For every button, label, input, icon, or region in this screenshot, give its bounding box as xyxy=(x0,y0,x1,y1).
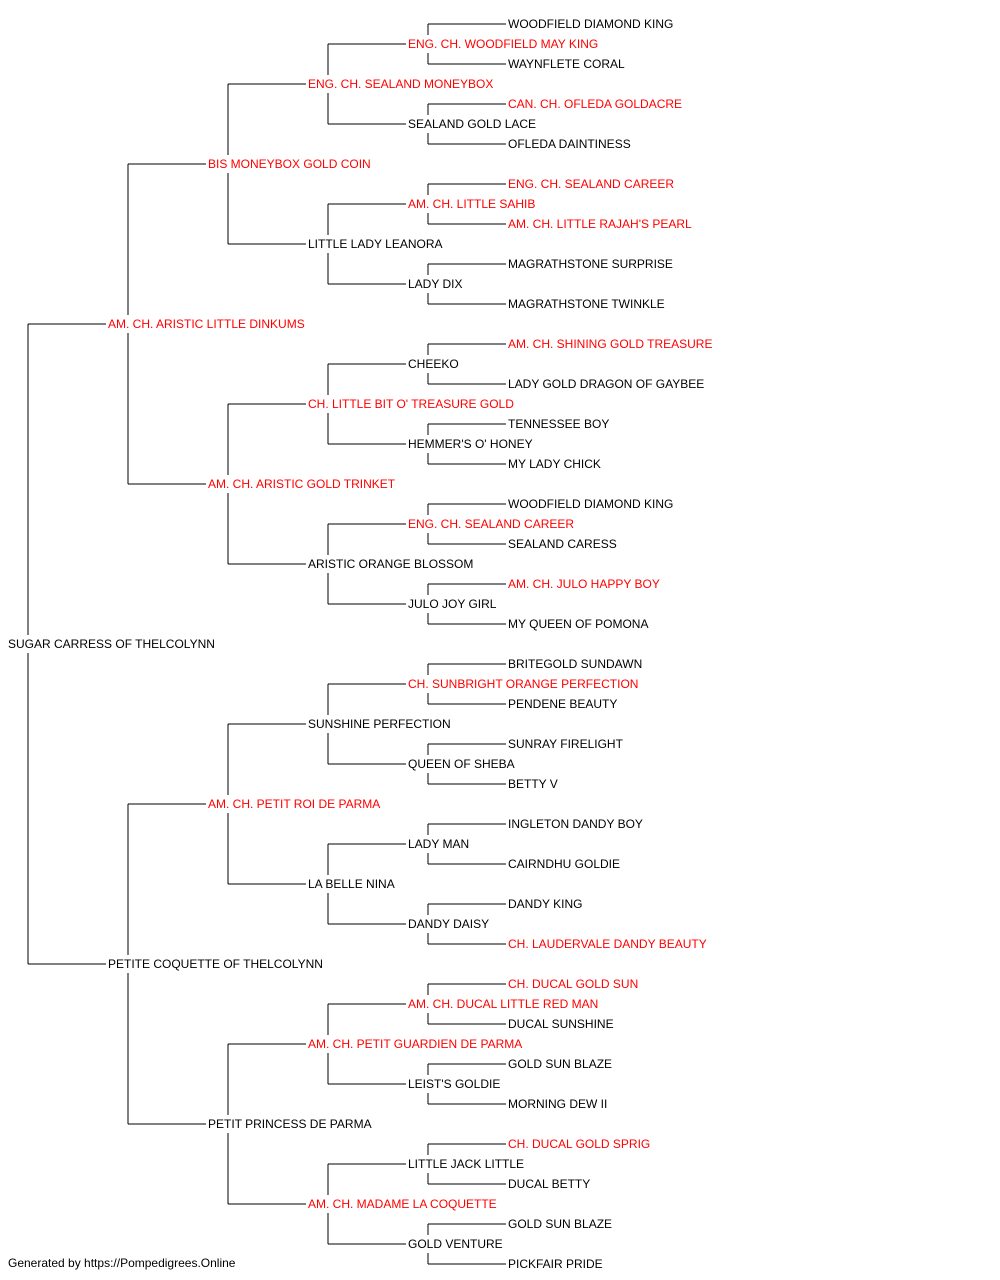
ancestor-name: LITTLE JACK LITTLE xyxy=(408,1157,524,1171)
ancestor-name: MAGRATHSTONE SURPRISE xyxy=(508,257,673,271)
ancestor-name: AM. CH. DUCAL LITTLE RED MAN xyxy=(408,997,598,1011)
ancestor-name: GOLD VENTURE xyxy=(408,1237,503,1251)
ancestor-name: AM. CH. PETIT ROI DE PARMA xyxy=(208,797,380,811)
ancestor-name: GOLD SUN BLAZE xyxy=(508,1057,612,1071)
ancestor-name: ENG. CH. WOODFIELD MAY KING xyxy=(408,37,598,51)
ancestor-name: SEALAND CARESS xyxy=(508,537,617,551)
ancestor-name: AM. CH. MADAME LA COQUETTE xyxy=(308,1197,497,1211)
ancestor-name: PICKFAIR PRIDE xyxy=(508,1257,603,1271)
ancestor-name: AM. CH. PETIT GUARDIEN DE PARMA xyxy=(308,1037,522,1051)
ancestor-name: LA BELLE NINA xyxy=(308,877,395,891)
ancestor-name: AM. CH. LITTLE RAJAH'S PEARL xyxy=(508,217,692,231)
ancestor-name: AM. CH. ARISTIC GOLD TRINKET xyxy=(208,477,396,491)
ancestor-name: SUNSHINE PERFECTION xyxy=(308,717,451,731)
ancestor-name: CAN. CH. OFLEDA GOLDACRE xyxy=(508,97,682,111)
ancestor-name: ENG. CH. SEALAND MONEYBOX xyxy=(308,77,493,91)
ancestor-name: CAIRNDHU GOLDIE xyxy=(508,857,620,871)
ancestor-name: HEMMER'S O' HONEY xyxy=(408,437,533,451)
ancestor-name: CHEEKO xyxy=(408,357,459,371)
ancestor-name: MY QUEEN OF POMONA xyxy=(508,617,648,631)
ancestor-name: PENDENE BEAUTY xyxy=(508,697,617,711)
ancestor-name: MY LADY CHICK xyxy=(508,457,601,471)
ancestor-name: CH. SUNBRIGHT ORANGE PERFECTION xyxy=(408,677,638,691)
ancestor-name: JULO JOY GIRL xyxy=(408,597,497,611)
ancestor-name: ENG. CH. SEALAND CAREER xyxy=(508,177,674,191)
ancestor-name: LADY MAN xyxy=(408,837,469,851)
ancestor-name: LADY GOLD DRAGON OF GAYBEE xyxy=(508,377,704,391)
ancestor-name: CH. LITTLE BIT O' TREASURE GOLD xyxy=(308,397,514,411)
ancestor-name: BIS MONEYBOX GOLD COIN xyxy=(208,157,371,171)
ancestor-name: WAYNFLETE CORAL xyxy=(508,57,625,71)
ancestor-name: INGLETON DANDY BOY xyxy=(508,817,643,831)
ancestor-name: ARISTIC ORANGE BLOSSOM xyxy=(308,557,473,571)
ancestor-name: PETITE COQUETTE OF THELCOLYNN xyxy=(108,957,323,971)
ancestor-name: MAGRATHSTONE TWINKLE xyxy=(508,297,665,311)
ancestor-name: QUEEN OF SHEBA xyxy=(408,757,515,771)
ancestor-name: WOODFIELD DIAMOND KING xyxy=(508,17,673,31)
ancestor-name: AM. CH. JULO HAPPY BOY xyxy=(508,577,660,591)
ancestor-name: PETIT PRINCESS DE PARMA xyxy=(208,1117,372,1131)
ancestor-name: CH. DUCAL GOLD SUN xyxy=(508,977,638,991)
ancestor-name: LEIST'S GOLDIE xyxy=(408,1077,500,1091)
ancestor-name: LITTLE LADY LEANORA xyxy=(308,237,443,251)
ancestor-name: DANDY DAISY xyxy=(408,917,489,931)
ancestor-name: AM. CH. LITTLE SAHIB xyxy=(408,197,535,211)
ancestor-name: DUCAL BETTY xyxy=(508,1177,590,1191)
ancestor-name: ENG. CH. SEALAND CAREER xyxy=(408,517,574,531)
ancestor-name: AM. CH. SHINING GOLD TREASURE xyxy=(508,337,712,351)
ancestor-name: TENNESSEE BOY xyxy=(508,417,609,431)
ancestor-name: SUNRAY FIRELIGHT xyxy=(508,737,624,751)
ancestor-name: DANDY KING xyxy=(508,897,582,911)
ancestor-name: BETTY V xyxy=(508,777,558,791)
ancestor-name: OFLEDA DAINTINESS xyxy=(508,137,631,151)
ancestor-name: LADY DIX xyxy=(408,277,462,291)
ancestor-name: SEALAND GOLD LACE xyxy=(408,117,536,131)
ancestor-name: MORNING DEW II xyxy=(508,1097,607,1111)
ancestor-name: BRITEGOLD SUNDAWN xyxy=(508,657,642,671)
ancestor-name: WOODFIELD DIAMOND KING xyxy=(508,497,673,511)
ancestor-name: GOLD SUN BLAZE xyxy=(508,1217,612,1231)
footer-credit: Generated by https://Pompedigrees.Online xyxy=(8,1256,236,1270)
ancestor-name: DUCAL SUNSHINE xyxy=(508,1017,614,1031)
ancestor-name: AM. CH. ARISTIC LITTLE DINKUMS xyxy=(108,317,305,331)
ancestor-name: SUGAR CARRESS OF THELCOLYNN xyxy=(8,637,215,651)
ancestor-name: CH. DUCAL GOLD SPRIG xyxy=(508,1137,650,1151)
ancestor-name: CH. LAUDERVALE DANDY BEAUTY xyxy=(508,937,707,951)
